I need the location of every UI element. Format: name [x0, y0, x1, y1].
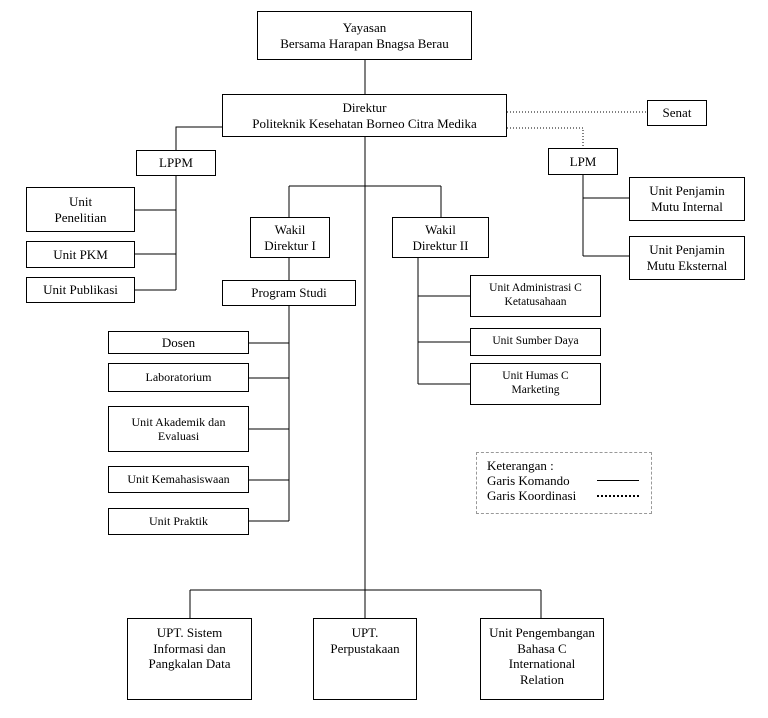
upt-perpustakaan-line1: UPT. [351, 625, 379, 640]
wakil-direktur-2-line2: Direktur II [412, 237, 469, 253]
direktur-line1: Direktur [342, 99, 387, 115]
unit-pkm-label: Unit PKM [53, 246, 108, 262]
wakil-direktur-1-line2: Direktur I [264, 237, 316, 253]
dosen-label: Dosen [161, 334, 196, 350]
wakil-direktur-2-box: Wakil Direktur II [392, 217, 489, 258]
unit-penelitian-line1: Unit [68, 193, 93, 209]
yayasan-line1: Yayasan [342, 19, 387, 35]
line-direktur-lppm [175, 126, 222, 150]
legend-row-komando: Garis Komando [487, 473, 651, 488]
unit-penjamin-internal-line1: Unit Penjamin [649, 183, 725, 199]
upt-sistem-line3: Pangkalan Data [148, 656, 231, 672]
unit-penjamin-eksternal-line1: Unit Penjamin [649, 242, 725, 258]
direktur-box: Direktur Politeknik Kesehatan Borneo Cit… [222, 94, 507, 137]
unit-publikasi-box: Unit Publikasi [26, 277, 135, 303]
upt-sistem-line2: Informasi dan [153, 640, 226, 656]
unit-penelitian-box: Unit Penelitian [26, 187, 135, 232]
unit-penjamin-internal-box: Unit Penjamin Mutu Internal [629, 177, 745, 221]
unit-praktik-label: Unit Praktik [149, 514, 208, 529]
senat-box: Senat [647, 100, 707, 126]
unit-publikasi-label: Unit Publikasi [43, 282, 118, 298]
senat-label: Senat [662, 105, 692, 121]
unit-bahasa-line4: Relation [519, 671, 565, 687]
unit-kemahasiswaan-label: Unit Kemahasiswaan [127, 472, 230, 487]
unit-sumber-daya-box: Unit Sumber Daya [470, 328, 601, 356]
upt-sistem-box: UPT. Sistem Informasi dan Pangkalan Data [127, 618, 252, 700]
unit-administrasi-box: Unit Administrasi C Ketatusahaan [470, 275, 601, 317]
lppm-label: LPPM [159, 155, 193, 171]
laboratorium-box: Laboratorium [108, 363, 249, 392]
legend-komando-label: Garis Komando [487, 473, 570, 488]
lpm-label: LPM [569, 153, 597, 169]
upt-perpustakaan-box: UPT. Perpustakaan [313, 618, 417, 700]
unit-akademik-line1: Unit Akademik dan [131, 414, 226, 429]
upt-sistem-line1: UPT. Sistem [156, 625, 223, 640]
unit-administrasi-line2: Ketatusahaan [504, 296, 567, 308]
program-studi-box: Program Studi [222, 280, 356, 306]
wakil-direktur-1-line1: Wakil [274, 221, 306, 237]
unit-bahasa-line3: International [508, 656, 576, 672]
program-studi-label: Program Studi [251, 285, 327, 301]
unit-sumber-daya-label: Unit Sumber Daya [492, 335, 579, 348]
unit-penjamin-internal-line2: Mutu Internal [651, 199, 723, 214]
legend-box: Keterangan : Garis Komando Garis Koordin… [476, 452, 652, 514]
unit-bahasa-box: Unit Pengembangan Bahasa C International… [480, 618, 604, 700]
legend-solid-line-sample [597, 480, 639, 481]
unit-humas-line2: Marketing [511, 384, 560, 396]
unit-penelitian-line2: Penelitian [54, 209, 107, 225]
legend-dotted-line-sample [597, 494, 639, 497]
legend-title: Keterangan : [487, 458, 554, 473]
unit-penjamin-eksternal-line2: Mutu Eksternal [646, 258, 728, 273]
wakil-direktur-1-box: Wakil Direktur I [250, 217, 330, 258]
yayasan-line2: Bersama Harapan Bnagsa Berau [280, 35, 449, 51]
upt-perpustakaan-line2: Perpustakaan [330, 640, 400, 656]
yayasan-box: Yayasan Bersama Harapan Bnagsa Berau [257, 11, 472, 60]
legend-koordinasi-label: Garis Koordinasi [487, 488, 577, 503]
lppm-box: LPPM [136, 150, 216, 176]
laboratorium-label: Laboratorium [145, 370, 212, 385]
direktur-line2: Politeknik Kesehatan Borneo Citra Medika [252, 115, 477, 131]
unit-praktik-box: Unit Praktik [108, 508, 249, 535]
unit-humas-box: Unit Humas C Marketing [470, 363, 601, 405]
unit-akademik-line2: Evaluasi [157, 429, 200, 443]
unit-bahasa-line1: Unit Pengembangan [489, 625, 595, 640]
wakil-direktur-2-line1: Wakil [425, 221, 456, 237]
unit-bahasa-line2: Bahasa C [517, 640, 567, 656]
legend-row-koordinasi: Garis Koordinasi [487, 488, 651, 503]
unit-humas-line1: Unit Humas C [502, 370, 569, 383]
unit-pkm-box: Unit PKM [26, 241, 135, 268]
unit-akademik-box: Unit Akademik dan Evaluasi [108, 406, 249, 452]
dosen-box: Dosen [108, 331, 249, 354]
unit-kemahasiswaan-box: Unit Kemahasiswaan [108, 466, 249, 493]
unit-penjamin-eksternal-box: Unit Penjamin Mutu Eksternal [629, 236, 745, 280]
unit-administrasi-line1: Unit Administrasi C [489, 282, 582, 295]
lpm-box: LPM [548, 148, 618, 175]
line-direktur-lpm [507, 127, 584, 148]
